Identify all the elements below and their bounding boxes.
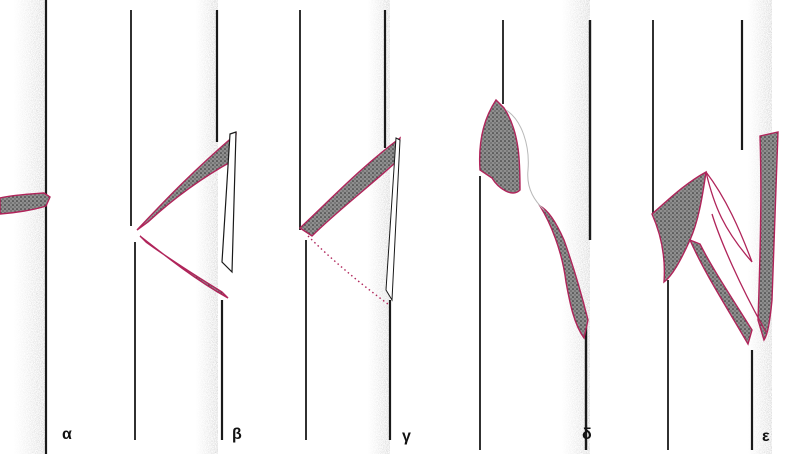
panel-alpha <box>0 0 50 454</box>
crack-right-epsilon <box>758 132 778 340</box>
crack-upper-delta <box>480 100 520 193</box>
crack-left-epsilon <box>652 172 706 282</box>
panel-label-alpha: α <box>62 426 72 444</box>
crack-upper-beta <box>137 134 236 230</box>
panel-label-gamma: γ <box>402 428 411 446</box>
panel-gamma <box>300 0 400 454</box>
shading-gamma-right <box>368 0 390 454</box>
panel-label-delta: δ <box>582 426 592 444</box>
panel-label-epsilon: ε <box>762 428 770 446</box>
shading-alpha <box>14 0 46 454</box>
panel-epsilon <box>652 0 778 454</box>
panel-beta <box>131 0 236 454</box>
shading-beta-right <box>196 0 218 454</box>
panel-delta <box>480 0 590 454</box>
crack-bottom-epsilon <box>690 240 752 344</box>
panel-label-beta: β <box>232 426 242 444</box>
